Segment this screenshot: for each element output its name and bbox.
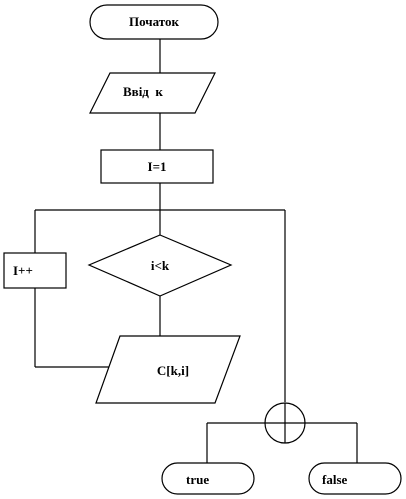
start-terminator: Початок (89, 4, 219, 40)
output-label: C[k,i] (157, 363, 189, 378)
junction-connector (264, 402, 306, 444)
output-block: C[k,i] (95, 335, 241, 404)
init-label: I=1 (148, 159, 167, 174)
true-label: true (186, 472, 209, 487)
start-label: Початок (129, 14, 179, 29)
increment-process: I++ (3, 252, 67, 289)
input-label: Ввід к (123, 84, 163, 99)
condition-decision: i<k (87, 234, 233, 297)
init-process: I=1 (100, 149, 214, 184)
false-terminator: false (308, 462, 402, 495)
input-block: Ввід к (89, 72, 216, 114)
condition-label: i<k (151, 258, 170, 273)
increment-label: I++ (13, 263, 33, 278)
false-label: false (322, 472, 348, 487)
true-terminator: true (161, 462, 255, 495)
connector-lines (34, 39, 358, 463)
